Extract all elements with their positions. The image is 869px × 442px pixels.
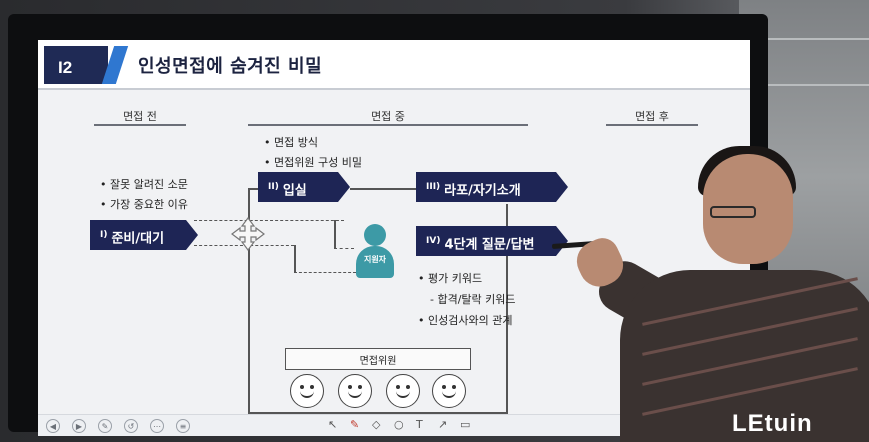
step-rapport-label: 라포/자기소개 xyxy=(444,183,521,199)
section-before-underline xyxy=(94,124,186,126)
step-prepare-box: I)준비/대기 xyxy=(90,220,198,250)
section-during-underline xyxy=(248,124,528,126)
menu-icon[interactable]: ≡ xyxy=(176,419,190,433)
step-prepare-label: 준비/대기 xyxy=(111,231,165,247)
step-rapport-roman: III) xyxy=(426,182,441,192)
applicant-head xyxy=(364,224,386,246)
dashed-arrow xyxy=(294,272,356,273)
undo-icon[interactable]: ↺ xyxy=(124,419,138,433)
flow-line xyxy=(248,188,258,190)
section-after-underline xyxy=(606,124,698,126)
step-prepare-roman: I) xyxy=(100,230,108,240)
presenter-body xyxy=(620,270,869,442)
flow-line xyxy=(350,188,416,190)
pen-circle-icon[interactable]: ✎ xyxy=(98,419,112,433)
slide-number-badge: I2 xyxy=(44,46,108,84)
slide-number: I2 xyxy=(58,58,73,77)
step-enter-box: II)입실 xyxy=(258,172,350,202)
wall-tile-line xyxy=(739,38,869,40)
interviewer-table xyxy=(285,348,471,370)
before-bullet: • 잘못 알려진 소문 xyxy=(100,178,188,191)
dashed-arrow xyxy=(194,220,344,221)
flow-line xyxy=(294,245,296,272)
applicant-label: 지원자 xyxy=(363,255,387,264)
pointer-icon[interactable]: ↖ xyxy=(328,418,338,431)
step-qa-label: 4단계 질문/답변 xyxy=(444,237,535,253)
qa-bullet: • 인성검사와의 관계 xyxy=(418,314,513,327)
qa-bullet: • 평가 키워드 xyxy=(418,272,483,285)
more-icon[interactable]: ⋯ xyxy=(150,419,164,433)
interviewer-label: 면접위원 xyxy=(359,356,397,367)
presenter-head xyxy=(703,154,793,264)
next-icon[interactable]: ▶ xyxy=(72,419,86,433)
screen-icon[interactable]: ▭ xyxy=(460,418,471,431)
slide-title: 인성면접에 숨겨진 비밀 xyxy=(138,56,323,77)
dashed-arrow xyxy=(334,248,354,249)
text-icon[interactable]: T xyxy=(416,418,423,431)
applicant-icon xyxy=(356,246,394,278)
smiley-face-icon xyxy=(290,374,324,408)
before-bullet: • 가장 중요한 이유 xyxy=(100,198,188,211)
slide-header: I2 인성면접에 숨겨진 비밀 xyxy=(38,40,750,90)
smiley-face-icon xyxy=(432,374,466,408)
pen-icon[interactable]: ✎ xyxy=(350,418,360,431)
flow-line xyxy=(248,412,508,414)
section-before-title: 면접 전 xyxy=(123,110,157,123)
section-after-title: 면접 후 xyxy=(635,110,669,123)
step-qa-roman: IV) xyxy=(426,236,441,246)
step-enter-roman: II) xyxy=(268,182,279,192)
during-bullet: • 면접위원 구성 비밀 xyxy=(264,156,362,169)
flow-line xyxy=(334,220,336,248)
share-icon[interactable]: ↗ xyxy=(438,418,448,431)
move-cross-icon xyxy=(231,217,265,251)
slide-screen: I2 인성면접에 숨겨진 비밀 면접 전 면접 중 면접 후 • 잘못 알려진 … xyxy=(38,40,750,436)
step-rapport-box: III)라포/자기소개 xyxy=(416,172,568,202)
search-icon[interactable]: ○ xyxy=(394,418,404,431)
qa-sub-bullet: - 합격/탈락 키워드 xyxy=(430,293,516,306)
brand-logo: LEtuin xyxy=(732,410,813,437)
flow-line xyxy=(248,188,250,414)
flow-line xyxy=(506,252,508,414)
prev-icon[interactable]: ◀ xyxy=(46,419,60,433)
wall-tile-line xyxy=(739,84,869,86)
step-enter-label: 입실 xyxy=(282,183,307,199)
step-qa-box: IV)4단계 질문/답변 xyxy=(416,226,568,256)
during-bullet: • 면접 방식 xyxy=(264,136,318,149)
smiley-face-icon xyxy=(338,374,372,408)
smiley-face-icon xyxy=(386,374,420,408)
section-during-title: 면접 중 xyxy=(371,110,405,123)
flow-line xyxy=(506,204,508,226)
eraser-icon[interactable]: ◇ xyxy=(372,418,381,431)
display-monitor: I2 인성면접에 숨겨진 비밀 면접 전 면접 중 면접 후 • 잘못 알려진 … xyxy=(8,14,768,436)
presentation-toolbar: ◀ ▶ ✎ ↺ ⋯ ≡ ↖ ✎ ◇ ○ T ↗ ▭ xyxy=(38,414,750,436)
presenter-glasses xyxy=(710,206,756,218)
